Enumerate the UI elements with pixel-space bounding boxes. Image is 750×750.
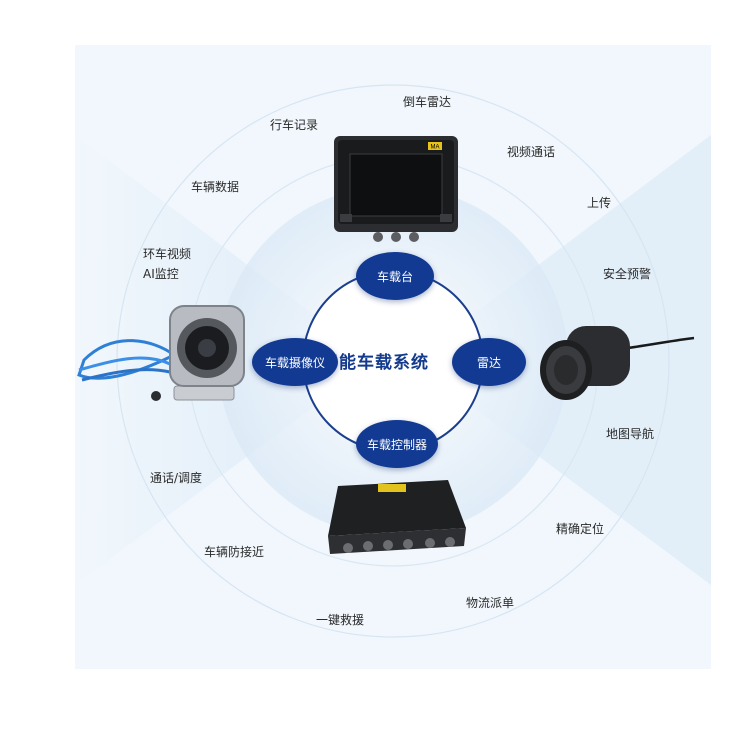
vehicle-camera-device [77, 305, 245, 401]
node-radar: 雷达 [452, 338, 526, 386]
feature-surround-video: 环车视频 [143, 247, 192, 261]
node-vehicle-terminal: 车载台 [356, 252, 434, 300]
feature-map-navigation: 地图导航 [606, 427, 655, 441]
vehicle-controller-device [328, 480, 466, 554]
feature-driving-record: 行车记录 [270, 118, 319, 132]
feature-one-key-rescue: 一键救援 [316, 613, 365, 627]
feature-precise-positioning: 精确定位 [556, 522, 605, 536]
feature-logistics-dispatch: 物流派单 [466, 596, 515, 610]
radar-sensor-device [540, 326, 695, 400]
terminal-badge-text: MA [431, 145, 440, 151]
vehicle-terminal-device: MA [334, 136, 458, 242]
node-vehicle-camera: 车载摄像仪 [252, 338, 338, 386]
feature-call-dispatch: 通话/调度 [150, 471, 203, 485]
feature-upload: 上传 [587, 196, 612, 210]
feature-anti-approach: 车辆防接近 [204, 545, 265, 559]
feature-safety-warning: 安全预警 [603, 267, 652, 281]
feature-reverse-radar: 倒车雷达 [403, 95, 452, 109]
feature-ai-monitor: AI监控 [143, 267, 179, 281]
node-vehicle-controller: 车载控制器 [356, 420, 438, 468]
feature-vehicle-data: 车辆数据 [191, 180, 240, 194]
feature-video-call: 视频通话 [507, 145, 556, 159]
center-title: 智能车载系统 [321, 353, 429, 373]
